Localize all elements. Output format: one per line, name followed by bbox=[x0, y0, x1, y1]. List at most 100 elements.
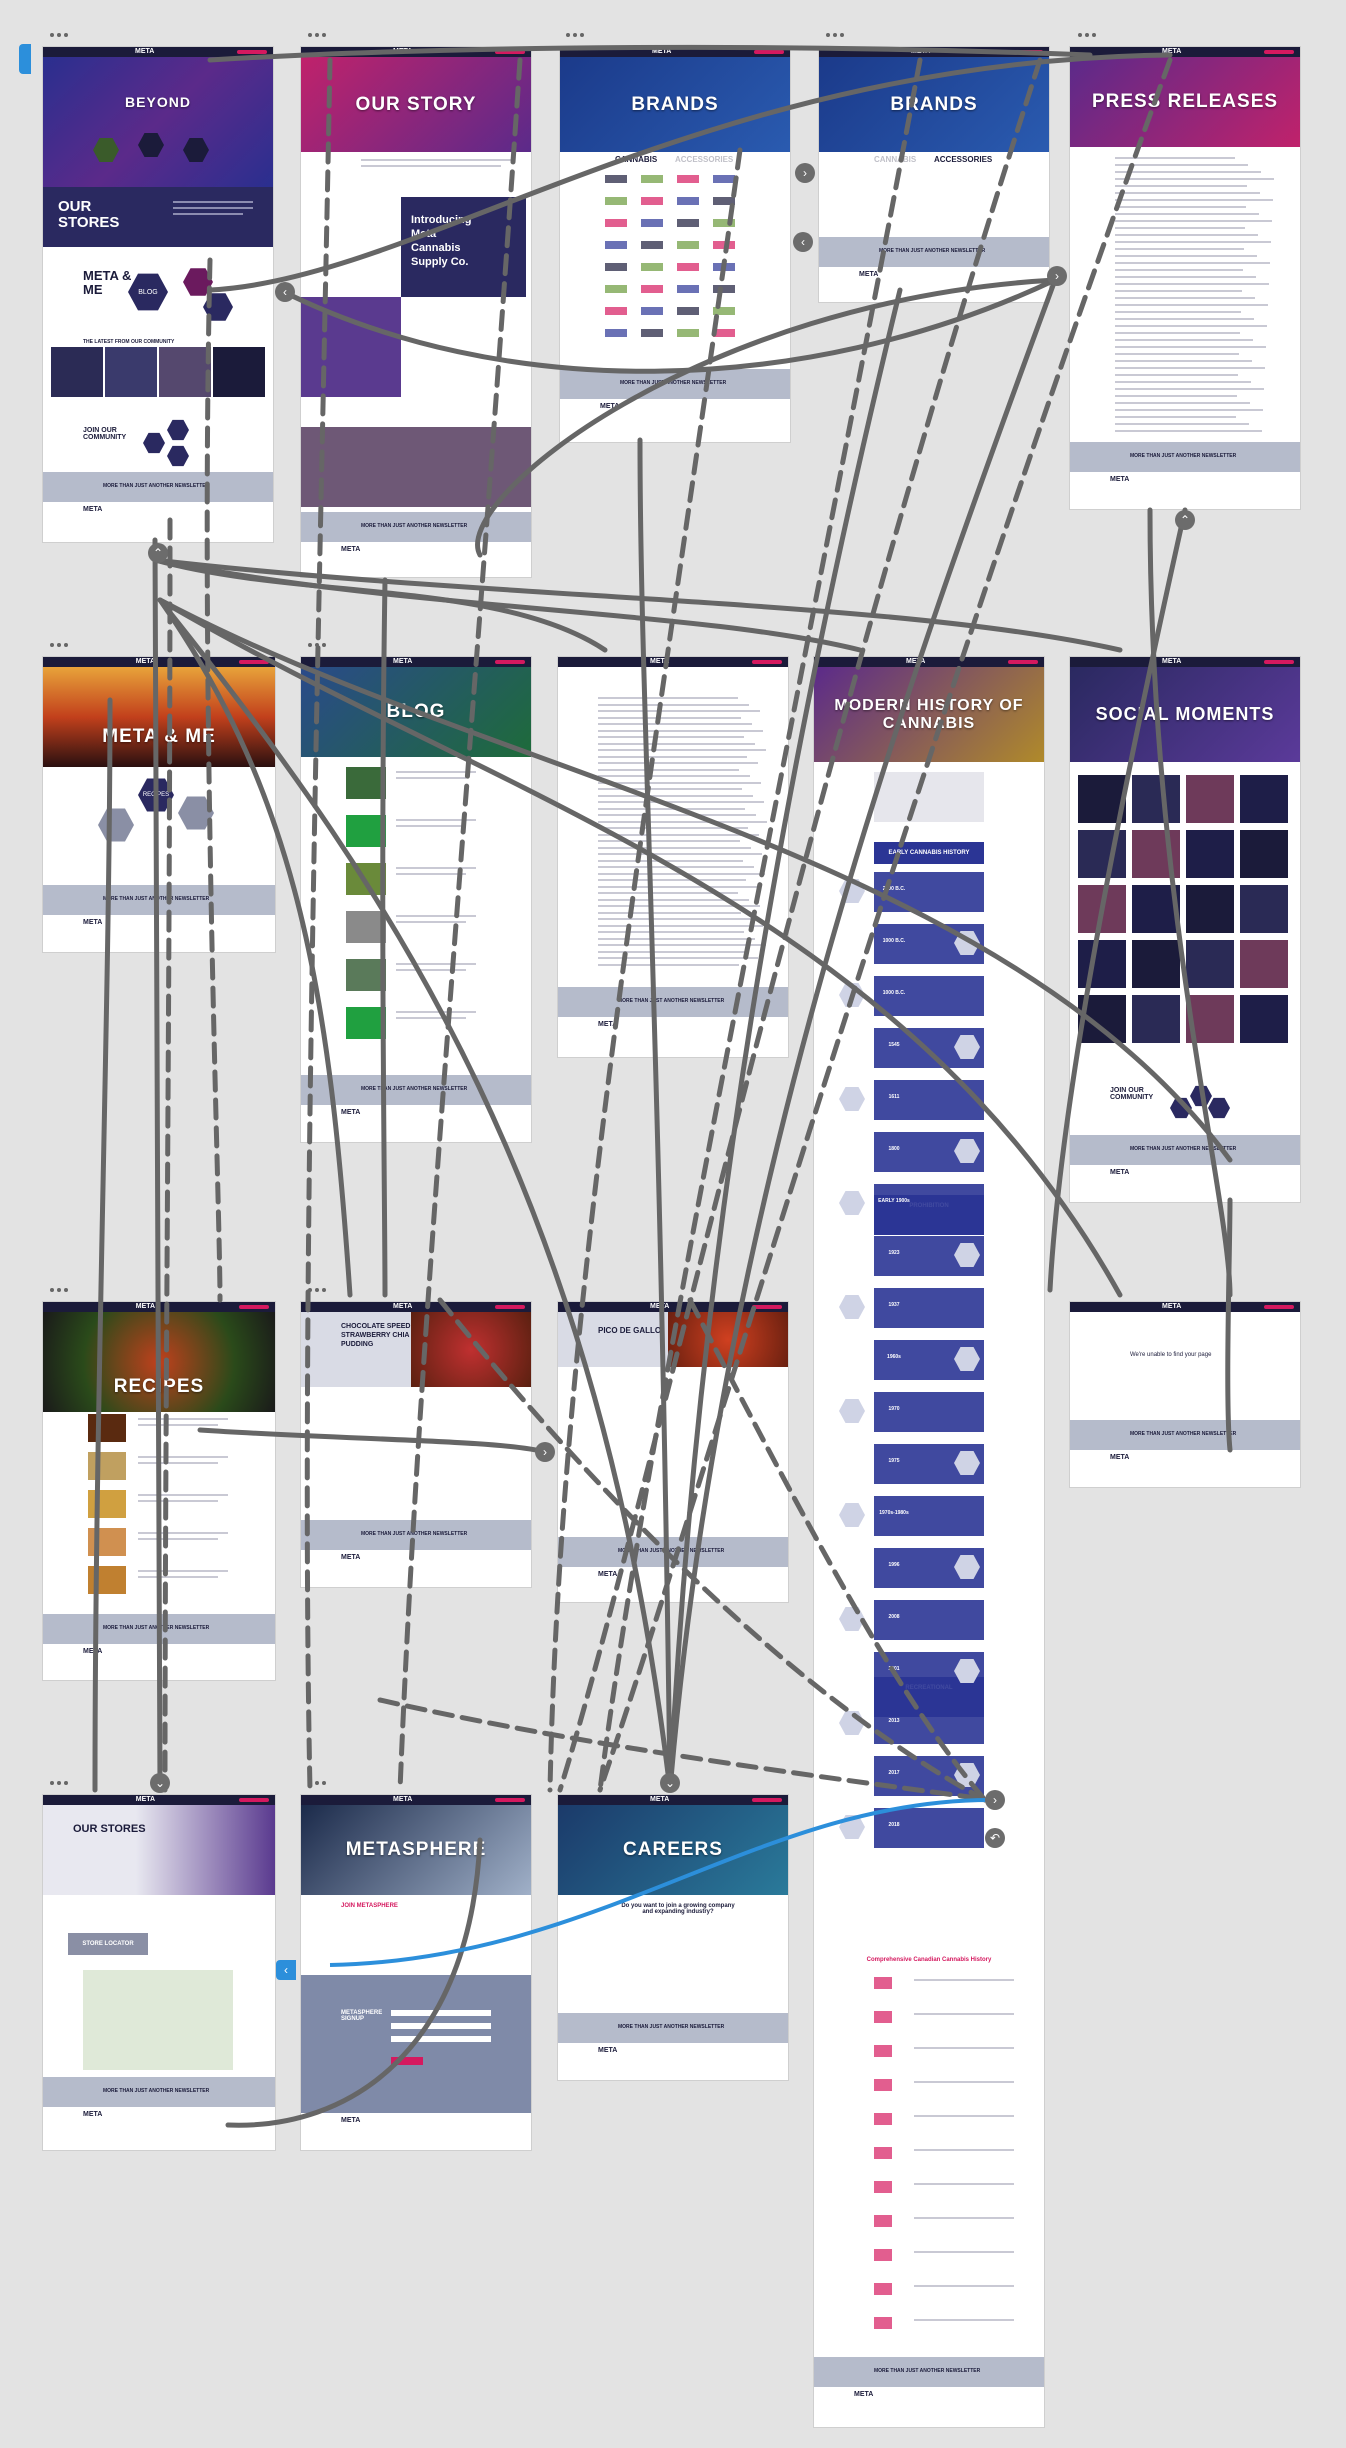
frame-brands-accessories[interactable]: META BRANDS CANNABIS ACCESSORIES MORE TH… bbox=[819, 47, 1049, 302]
brand-logo[interactable] bbox=[677, 285, 699, 293]
frame-menu-dots[interactable] bbox=[308, 1279, 330, 1292]
brand-logo[interactable] bbox=[677, 175, 699, 183]
tab-accessories[interactable]: ACCESSORIES bbox=[675, 155, 734, 164]
signup-field[interactable] bbox=[391, 2010, 491, 2016]
social-tile[interactable] bbox=[1186, 995, 1234, 1043]
brand-logo[interactable] bbox=[641, 175, 663, 183]
chevron-left-icon[interactable]: ‹ bbox=[276, 1960, 296, 1980]
signup-field[interactable] bbox=[391, 2036, 491, 2042]
frame-recipe-chocolate[interactable]: META CHOCOLATE SPEED STRAWBERRY CHIA PUD… bbox=[301, 1302, 531, 1587]
brand-logo[interactable] bbox=[677, 197, 699, 205]
chevron-up-icon[interactable]: ⌃ bbox=[148, 543, 168, 563]
chevron-up-icon[interactable]: ⌃ bbox=[1175, 510, 1195, 530]
frame-recipe-pico[interactable]: META PICO DE GALLO MORE THAN JUST ANOTHE… bbox=[558, 1302, 788, 1602]
chevron-right-icon[interactable]: › bbox=[1047, 266, 1067, 286]
chevron-down-icon[interactable]: ⌄ bbox=[150, 1773, 170, 1793]
frame-menu-dots[interactable] bbox=[50, 24, 72, 37]
blog-thumb[interactable] bbox=[346, 767, 386, 799]
social-tile[interactable] bbox=[1078, 830, 1126, 878]
blog-thumb[interactable] bbox=[346, 911, 386, 943]
social-tile[interactable] bbox=[1240, 940, 1288, 988]
frame-menu-dots[interactable] bbox=[308, 24, 330, 37]
frame-menu-dots[interactable] bbox=[566, 24, 588, 37]
recipe-thumb[interactable] bbox=[88, 1566, 126, 1594]
social-tile[interactable] bbox=[1078, 885, 1126, 933]
chevron-down-icon[interactable]: ⌄ bbox=[660, 1773, 680, 1793]
frame-menu-dots[interactable] bbox=[1078, 24, 1100, 37]
latest-card[interactable] bbox=[51, 347, 103, 397]
frame-our-story[interactable]: META OUR STORY Introducing Meta Cannabis… bbox=[301, 47, 531, 577]
hex-tile[interactable] bbox=[98, 808, 134, 842]
brand-logo[interactable] bbox=[677, 263, 699, 271]
brand-logo[interactable] bbox=[605, 197, 627, 205]
brand-logo[interactable] bbox=[713, 175, 735, 183]
latest-card[interactable] bbox=[159, 347, 211, 397]
frame-metasphere[interactable]: META METASPHERE JOIN METASPHERE METASPHE… bbox=[301, 1795, 531, 2150]
brand-logo[interactable] bbox=[605, 263, 627, 271]
brand-logo[interactable] bbox=[677, 307, 699, 315]
brand-logo[interactable] bbox=[713, 219, 735, 227]
recipe-thumb[interactable] bbox=[88, 1528, 126, 1556]
brand-logo[interactable] bbox=[605, 307, 627, 315]
signup-button[interactable] bbox=[391, 2057, 423, 2065]
brand-logo[interactable] bbox=[713, 263, 735, 271]
chevron-right-icon[interactable]: › bbox=[535, 1442, 555, 1462]
frame-blog[interactable]: META BLOG MORE THAN JUST ANOTHER NEWSLET… bbox=[301, 657, 531, 1142]
frame-not-found[interactable]: META We're unable to find your page MORE… bbox=[1070, 1302, 1300, 1487]
frame-modern-history[interactable]: META MODERN HISTORY OF CANNABIS EARLY CA… bbox=[814, 657, 1044, 2427]
social-tile[interactable] bbox=[1078, 775, 1126, 823]
social-tile[interactable] bbox=[1186, 940, 1234, 988]
brand-logo[interactable] bbox=[713, 285, 735, 293]
twitter-icon[interactable] bbox=[167, 419, 189, 441]
brand-logo[interactable] bbox=[641, 197, 663, 205]
social-tile[interactable] bbox=[1240, 775, 1288, 823]
recipe-thumb[interactable] bbox=[88, 1414, 126, 1442]
frame-home[interactable]: META BEYOND OUR STORES META & ME BLOG TH… bbox=[43, 47, 273, 542]
latest-card[interactable] bbox=[213, 347, 265, 397]
store-locator-tab[interactable]: STORE LOCATOR bbox=[68, 1933, 148, 1955]
twitter-icon[interactable] bbox=[1190, 1085, 1212, 1107]
brand-logo[interactable] bbox=[677, 219, 699, 227]
instagram-icon[interactable] bbox=[143, 432, 165, 454]
recipe-thumb[interactable] bbox=[88, 1490, 126, 1518]
blog-thumb[interactable] bbox=[346, 815, 386, 847]
social-hex[interactable] bbox=[203, 293, 233, 321]
frame-meta-me[interactable]: META META & ME RECIPES MORE THAN JUST AN… bbox=[43, 657, 275, 952]
brand-logo[interactable] bbox=[605, 285, 627, 293]
social-tile[interactable] bbox=[1078, 995, 1126, 1043]
brand-logo[interactable] bbox=[641, 307, 663, 315]
undo-icon[interactable]: ↶ bbox=[985, 1828, 1005, 1848]
latest-card[interactable] bbox=[105, 347, 157, 397]
chevron-left-icon[interactable]: ‹ bbox=[275, 282, 295, 302]
frame-brands-cannabis[interactable]: META BRANDS CANNABIS ACCESSORIES MORE TH… bbox=[560, 47, 790, 442]
frame-menu-dots[interactable] bbox=[50, 1772, 72, 1785]
hex-tile[interactable] bbox=[178, 796, 214, 830]
frame-press-releases[interactable]: META PRESS RELEASES MORE THAN JUST ANOTH… bbox=[1070, 47, 1300, 509]
brand-logo[interactable] bbox=[713, 329, 735, 337]
brand-logo[interactable] bbox=[605, 329, 627, 337]
brand-logo[interactable] bbox=[641, 219, 663, 227]
tab-accessories[interactable]: ACCESSORIES bbox=[934, 155, 993, 164]
tab-cannabis[interactable]: CANNABIS bbox=[615, 155, 658, 164]
blog-thumb[interactable] bbox=[346, 1007, 386, 1039]
blog-hex[interactable]: BLOG bbox=[128, 273, 168, 311]
frame-menu-dots[interactable] bbox=[50, 634, 72, 647]
social-tile[interactable] bbox=[1078, 940, 1126, 988]
brand-logo[interactable] bbox=[641, 285, 663, 293]
brand-logo[interactable] bbox=[641, 329, 663, 337]
recipes-hex[interactable] bbox=[183, 268, 213, 296]
blog-thumb[interactable] bbox=[346, 959, 386, 991]
blog-thumb[interactable] bbox=[346, 863, 386, 895]
social-tile[interactable] bbox=[1132, 995, 1180, 1043]
facebook-icon[interactable] bbox=[1208, 1097, 1230, 1119]
facebook-icon[interactable] bbox=[167, 445, 189, 467]
frame-menu-dots[interactable] bbox=[308, 1772, 330, 1785]
frame-menu-dots[interactable] bbox=[826, 24, 848, 37]
frame-social-moments[interactable]: META SOCIAL MOMENTS JOIN OUR COMMUNITY M… bbox=[1070, 657, 1300, 1202]
brand-logo[interactable] bbox=[713, 241, 735, 249]
social-tile[interactable] bbox=[1132, 775, 1180, 823]
recipes-hex[interactable]: RECIPES bbox=[138, 778, 174, 812]
brand-logo[interactable] bbox=[677, 241, 699, 249]
brand-logo[interactable] bbox=[605, 241, 627, 249]
social-tile[interactable] bbox=[1132, 940, 1180, 988]
